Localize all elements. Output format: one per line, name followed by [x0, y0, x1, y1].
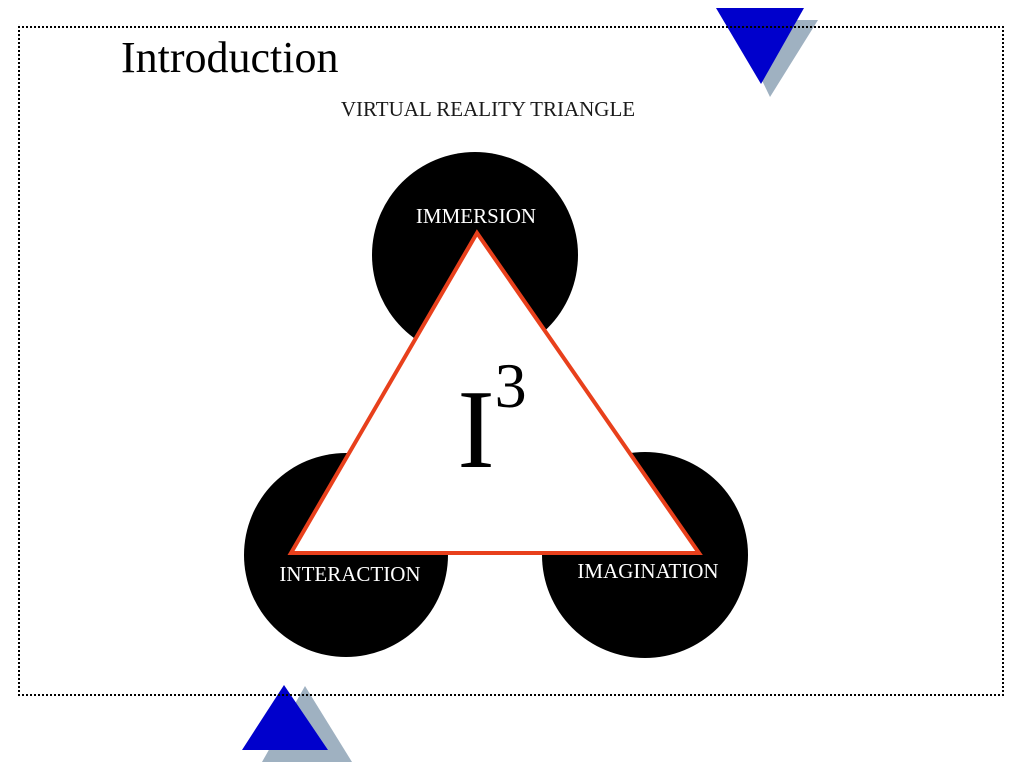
- slide-title: Introduction: [121, 33, 339, 82]
- diagram-heading: VIRTUAL REALITY TRIANGLE: [341, 97, 635, 121]
- slide-content-frame: [18, 26, 1004, 696]
- immersion-label: IMMERSION: [416, 204, 536, 228]
- imagination-label: IMAGINATION: [577, 559, 718, 583]
- center-triangle: [287, 229, 703, 555]
- center-symbol-superscript: 3: [495, 350, 527, 421]
- interaction-label: INTERACTION: [279, 562, 420, 586]
- bottom-triangle: [242, 685, 328, 750]
- center-symbol: I3: [457, 350, 526, 492]
- center-symbol-base: I: [457, 368, 494, 492]
